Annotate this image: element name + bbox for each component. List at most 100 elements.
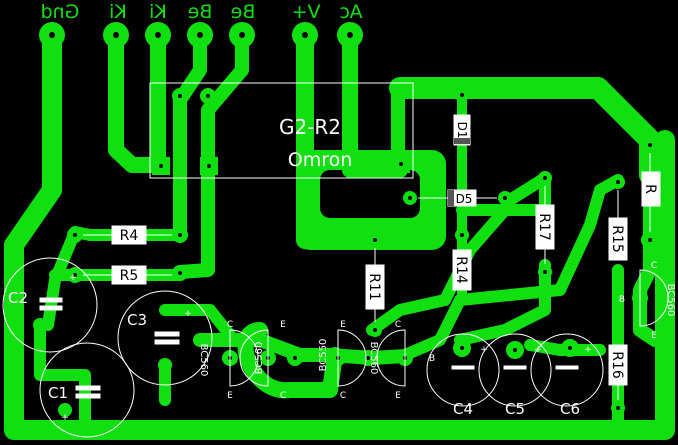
- c1-outline: [39, 342, 135, 438]
- drill-hole: [503, 196, 507, 200]
- trace-gnd: [4, 25, 675, 440]
- plus-mark: +: [534, 345, 542, 355]
- relay-label: G2-R2 Omron: [279, 115, 352, 171]
- c3-plate: [154, 339, 180, 345]
- pad-c: [33, 318, 47, 332]
- d5-band: [448, 190, 454, 206]
- c3-label: C3: [127, 311, 147, 329]
- component-labels: R4 R5 R11 R14 R17 R15 R16 R D1 D5: [120, 122, 658, 379]
- trace-be1: [173, 28, 207, 237]
- r5-label: R5: [120, 268, 139, 284]
- drill-hole: [513, 348, 517, 352]
- drill-hole: [239, 32, 245, 38]
- c3-outline: [117, 290, 213, 386]
- drill-hole: [460, 93, 464, 97]
- t1-outline: [229, 329, 259, 387]
- drill-hole: [73, 273, 77, 277]
- d5-label: D5: [456, 192, 473, 206]
- connector-label-gnd: Gnd: [41, 1, 80, 23]
- connector-label-vplus: V+: [292, 1, 321, 23]
- c5-plate: [503, 365, 527, 370]
- c6-outline: [530, 333, 604, 407]
- c2-plate: [39, 297, 63, 303]
- pin-letter-e: E: [651, 331, 657, 341]
- pin-letter-b: B: [619, 295, 625, 305]
- t5-label: BC560: [665, 284, 676, 317]
- trace-c1: [34, 324, 91, 436]
- connector-label-ac: Ac: [339, 1, 362, 23]
- drill-hole: [49, 32, 55, 38]
- t1-label: BC560: [198, 344, 209, 377]
- capacitor-labels: C2 C1 C3 C4 C5 C6: [8, 289, 580, 418]
- c6-label: C6: [560, 400, 580, 418]
- relay-model: G2-R2: [279, 115, 341, 139]
- r17-label: R17: [536, 213, 552, 241]
- drill-hole: [616, 406, 620, 410]
- connector-label-be: Be: [231, 1, 256, 23]
- trace-r15: [399, 174, 624, 361]
- c4-plate: [451, 365, 475, 370]
- pin-letter-e: E: [340, 320, 346, 330]
- copper-cutout-vplus: [320, 170, 420, 218]
- drill-hole: [648, 238, 652, 242]
- trace-r11: [366, 204, 511, 336]
- c2-plate: [39, 305, 63, 311]
- drill-hole: [543, 176, 547, 180]
- drill-hole: [568, 346, 572, 350]
- t2-label: BC560: [254, 342, 265, 375]
- trace-ac: [342, 27, 408, 178]
- plus-mark: +: [69, 273, 77, 283]
- t3-outline: [337, 329, 367, 387]
- plus-mark: +: [480, 345, 488, 355]
- r14-body: [452, 249, 472, 291]
- c4-outline: [426, 333, 500, 407]
- drill-hole: [113, 32, 119, 38]
- pin-letter-c: C: [340, 391, 346, 401]
- c2-outline: [2, 257, 98, 353]
- connector-label-group: Gnd Ki Ki Be Be V+ Ac: [41, 1, 363, 23]
- c5-outline: [478, 333, 552, 407]
- d1-body: [453, 114, 471, 146]
- c5-label: C5: [505, 400, 525, 418]
- drill-hole: [543, 270, 547, 274]
- c6-plate: [555, 365, 579, 370]
- silkscreen-layer: [2, 82, 669, 438]
- drill-hole: [207, 164, 211, 168]
- c4-label: C4: [453, 400, 473, 418]
- pin-letter-e: E: [280, 320, 286, 330]
- drill-hole: [155, 32, 161, 38]
- pin-letter-c: C: [395, 320, 401, 330]
- trace-t-loop: [237, 322, 343, 399]
- connector-label-be: Be: [188, 1, 213, 23]
- drill-hole: [366, 356, 370, 360]
- c1-plate: [75, 393, 101, 399]
- drill-hole: [347, 32, 353, 38]
- plus-mark: +: [584, 345, 592, 355]
- t4-outline: [376, 329, 406, 387]
- r15-label: R15: [609, 225, 625, 253]
- t3-label: BC550: [318, 339, 329, 372]
- drill-hole: [197, 32, 203, 38]
- t2-outline: [239, 329, 269, 387]
- drill-hole: [178, 233, 182, 237]
- drill-hole: [73, 233, 77, 237]
- transistor-labels: BC560 BC560 BC550 BC560 BC560: [198, 284, 676, 377]
- trace-ki: [108, 27, 168, 173]
- r-body: [641, 171, 661, 207]
- pin-letter-c: C: [280, 391, 286, 401]
- pin-letter-b: B: [429, 354, 435, 364]
- pin-letter-c: C: [651, 261, 657, 271]
- trace-r17-down: [454, 259, 551, 346]
- drill-hole: [293, 356, 297, 360]
- drill-hole: [648, 143, 652, 147]
- relay-outline: [149, 82, 414, 179]
- r14-label: R14: [453, 256, 469, 284]
- pin-letter-labels: C E E C E C C E B C B E + + + + + +: [61, 261, 657, 423]
- drill-hole: [399, 162, 403, 166]
- drill-hole: [616, 180, 620, 184]
- drill-hole: [460, 346, 464, 350]
- pin-letter-e: E: [395, 391, 401, 401]
- drill-hole: [178, 271, 182, 275]
- drill-hole: [373, 238, 377, 242]
